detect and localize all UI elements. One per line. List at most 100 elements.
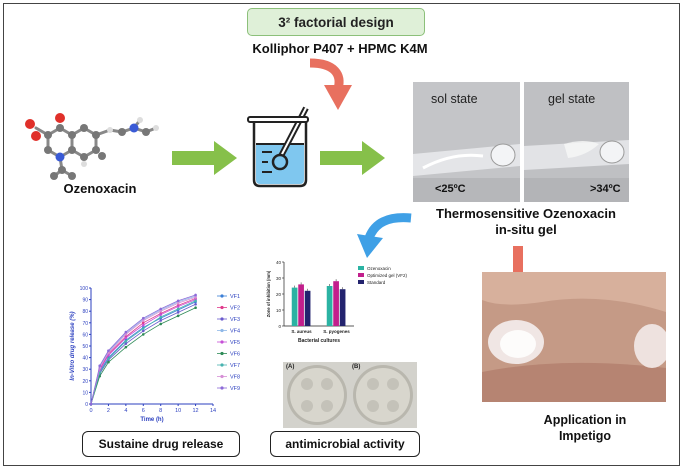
plate-label-b: (B): [352, 364, 361, 370]
figure-frame: [3, 3, 680, 466]
antimicrobial-caption: antimicrobial activity: [270, 431, 420, 457]
y-tick-label: 80: [82, 309, 88, 315]
legend-marker: [220, 294, 224, 298]
gel-temperature-label: >34ºC: [590, 183, 621, 195]
green-arrow-icon: [320, 141, 385, 175]
x-tick-label: 2: [107, 408, 110, 414]
data-point: [124, 330, 128, 334]
legend-marker: [220, 340, 224, 344]
legend-label: VF5: [230, 340, 240, 346]
sol-state-photo: sol state <25ºC: [413, 82, 520, 202]
data-point: [124, 340, 128, 343]
category-label: S. pyogenes: [323, 329, 350, 334]
data-point: [141, 321, 145, 325]
series-line: [90, 307, 196, 405]
legend-marker: [220, 351, 224, 356]
sol-state-label: sol state: [431, 92, 478, 106]
polymer-label: Kolliphor P407 + HPMC K4M: [252, 41, 428, 56]
legend-swatch: [358, 266, 364, 270]
data-point: [124, 342, 128, 345]
x-tick-label: 12: [193, 408, 199, 414]
legend-label: Ozenoxacin: [367, 266, 391, 271]
legend-label: Optimized gel (VF2): [367, 273, 408, 278]
x-tick-label: 0: [89, 408, 92, 414]
data-point: [159, 309, 163, 313]
legend-label: VF4: [230, 329, 240, 335]
blue-curved-arrow-icon: [357, 213, 412, 258]
agar-plates-image: (A) (B): [283, 362, 417, 428]
data-point: [194, 306, 197, 310]
gel-title-line-2: in-situ gel: [495, 222, 557, 237]
x-tick-label: 6: [142, 408, 145, 414]
y-tick-label: 20: [82, 379, 88, 385]
factorial-design-box: 3² factorial design: [247, 8, 425, 36]
data-point: [141, 329, 145, 333]
data-point: [176, 299, 180, 303]
y-tick-label: 20: [276, 292, 282, 297]
y-axis-title: In-Vitro drug release (%): [70, 311, 76, 380]
drug-name: Ozenoxacin: [63, 181, 137, 196]
legend-marker: [220, 328, 224, 333]
legend-swatch: [358, 280, 364, 284]
series-line: [90, 303, 196, 405]
application-title: Application in Impetigo: [510, 412, 660, 444]
bar: [298, 284, 304, 326]
data-point: [159, 322, 163, 326]
bar: [291, 287, 298, 326]
data-point: [176, 305, 180, 308]
y-tick-label: 0: [278, 324, 281, 329]
legend-label: VF3: [230, 317, 240, 323]
y-tick-label: 40: [82, 356, 88, 362]
sol-temperature-label: <25ºC: [435, 183, 466, 195]
beaker-icon: [247, 106, 309, 188]
legend-swatch: [358, 273, 364, 277]
y-axis-title: Zone of inhibition (mm): [266, 270, 271, 317]
y-tick-label: 10: [276, 308, 282, 313]
ozenoxacin-molecule-icon: [25, 113, 159, 180]
data-point: [124, 333, 128, 336]
y-tick-label: 40: [276, 260, 282, 265]
legend-marker: [220, 363, 224, 367]
series-line: [90, 294, 196, 405]
application-title-line-2: Impetigo: [558, 429, 612, 443]
data-point: [107, 349, 110, 352]
y-tick-label: 30: [82, 367, 88, 373]
data-point: [107, 360, 110, 364]
data-point: [89, 402, 93, 406]
application-title-line-1: Application in: [543, 413, 627, 427]
data-point: [194, 299, 197, 303]
impetigo-skin-photo: [482, 272, 666, 402]
legend-marker: [220, 305, 224, 310]
data-point: [98, 364, 102, 368]
data-point: [124, 336, 128, 340]
series-line: [90, 295, 196, 405]
data-point: [176, 311, 180, 314]
data-point: [124, 345, 128, 349]
gel-title: Thermosensitive Ozenoxacin in-situ gel: [403, 206, 649, 238]
data-point: [141, 319, 145, 322]
data-point: [141, 327, 145, 330]
legend-label: VF2: [230, 306, 240, 312]
category-label: S. aureus: [291, 329, 312, 334]
data-point: [176, 301, 180, 305]
gel-state-label: gel state: [548, 92, 596, 106]
series-line: [90, 299, 196, 405]
bar: [333, 281, 339, 326]
legend-label: VF6: [230, 352, 240, 358]
data-point: [141, 323, 145, 327]
y-tick-label: 30: [276, 276, 282, 281]
legend-label: Standard: [367, 280, 386, 285]
green-arrow-icon: [172, 141, 237, 175]
x-tick-label: 8: [159, 408, 162, 414]
data-point: [176, 307, 180, 311]
y-tick-label: 100: [80, 286, 89, 292]
legend-label: VF8: [230, 375, 240, 381]
data-point: [159, 319, 163, 322]
x-axis-title: Bacterial cultures: [298, 338, 340, 344]
bar: [304, 290, 311, 326]
x-tick-label: 4: [124, 408, 127, 414]
legend-label: VF1: [230, 294, 240, 300]
release-caption: Sustaine drug release: [82, 431, 240, 457]
